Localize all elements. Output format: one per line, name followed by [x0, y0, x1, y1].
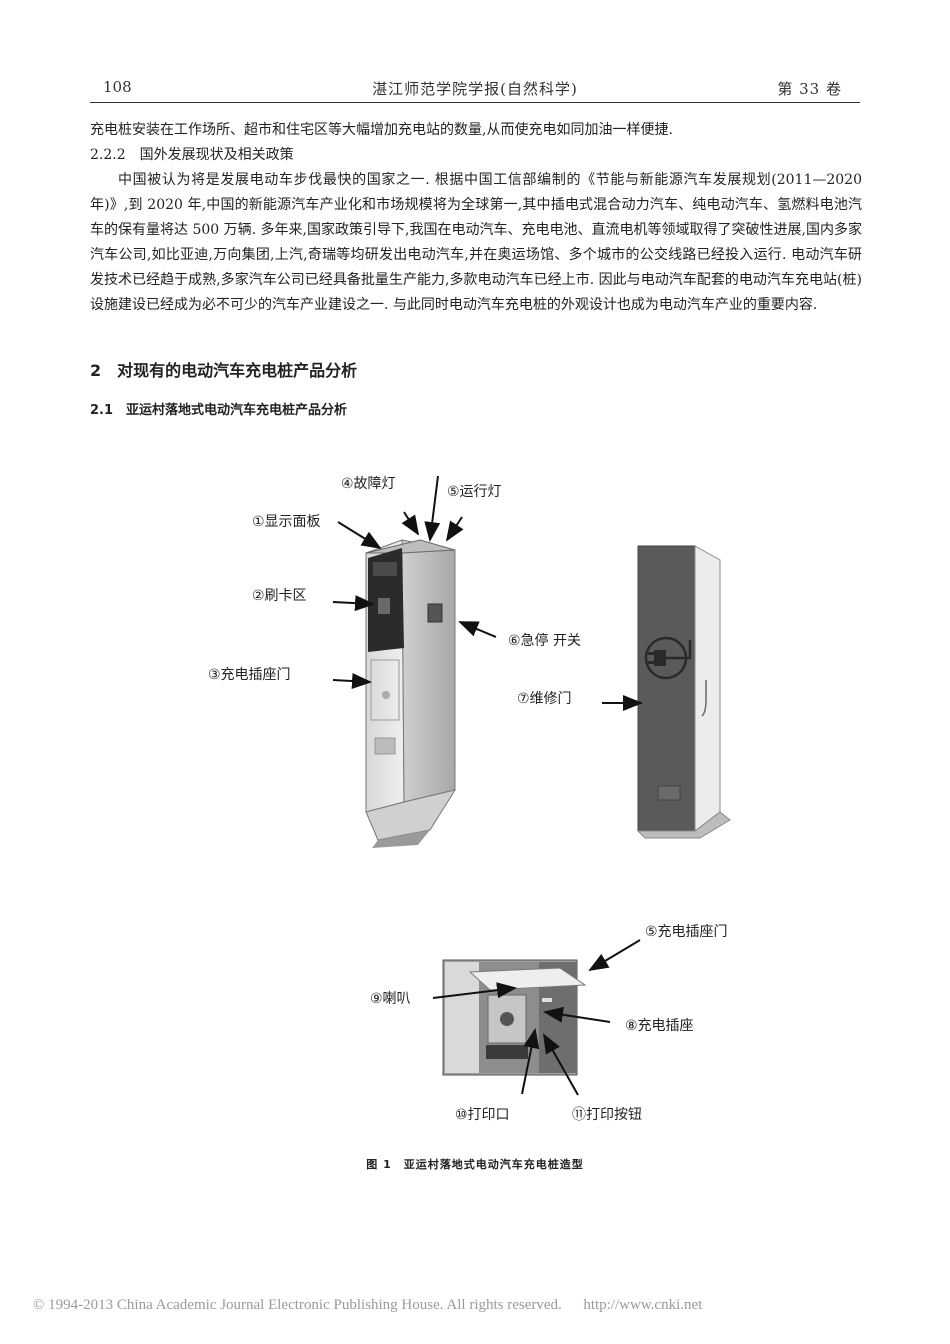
label-run-light: ⑤运行灯 — [447, 484, 502, 500]
figure-caption: 图 1 亚运村落地式电动汽车充电桩造型 — [366, 1158, 584, 1171]
label-socket-door: ③充电插座门 — [208, 667, 291, 683]
volume-label: 第 33 卷 — [777, 80, 842, 98]
arrow-speaker — [432, 982, 517, 999]
socket-detail-photo — [442, 959, 587, 1076]
section-heading: 2 对现有的电动汽车充电桩产品分析 — [90, 361, 358, 380]
footer: © 1994-2013 China Academic Journal Elect… — [33, 1297, 702, 1314]
charging-pillar-front-view — [365, 539, 457, 848]
label-socket-door-2: ⑤充电插座门 — [645, 924, 728, 940]
arrow-print-button — [543, 1033, 579, 1096]
body-text: 充电桩安装在工作场所、超市和住宅区等大幅增加充电站的数量,从而使充电如同加油一样… — [90, 118, 862, 318]
label-speaker: ⑨喇叭 — [370, 991, 411, 1007]
copyright-text: © 1994-2013 China Academic Journal Elect… — [33, 1297, 562, 1313]
label-charging-socket: ⑧充电插座 — [625, 1018, 694, 1034]
label-print-button: ⑪打印按钮 — [572, 1107, 642, 1123]
arrow-emergency-stop — [458, 621, 497, 638]
arrow-run-light-side — [445, 516, 464, 542]
label-emergency-stop: ⑥急停 开关 — [508, 633, 582, 649]
subheading-2-2-2: 2.2.2 国外发展现状及相关政策 — [90, 147, 294, 163]
label-print-port: ⑩打印口 — [455, 1107, 510, 1123]
charging-pillar-side-view — [636, 545, 731, 839]
arrow-display-panel — [337, 521, 382, 550]
figure-arrows — [332, 475, 643, 1096]
arrow-run-light-main — [424, 475, 441, 542]
label-card-area: ②刷卡区 — [252, 588, 307, 604]
subsection-heading: 2.1 亚运村落地式电动汽车充电桩产品分析 — [90, 403, 348, 418]
label-display-panel: ①显示面板 — [252, 514, 321, 530]
page-number: 108 — [103, 78, 132, 96]
label-fault-light: ④故障灯 — [341, 476, 396, 492]
arrow-socket-door — [332, 673, 372, 690]
arrow-charging-socket — [543, 1006, 611, 1023]
header-rule — [90, 102, 860, 103]
arrow-fault-light — [401, 511, 420, 536]
paragraph-1: 充电桩安装在工作场所、超市和住宅区等大幅增加充电站的数量,从而使充电如同加油一样… — [90, 122, 673, 138]
arrow-socket-door-2 — [588, 939, 641, 972]
label-service-door: ⑦维修门 — [517, 691, 572, 707]
cnki-url[interactable]: http://www.cnki.net — [583, 1297, 703, 1313]
paragraph-2: 中国被认为将是发展电动车步伐最快的国家之一. 根据中国工信部编制的《节能与新能源… — [90, 172, 862, 313]
arrow-card-area — [332, 595, 375, 612]
journal-title: 湛江师范学院学报(自然科学) — [372, 80, 578, 98]
arrow-print-port — [521, 1028, 540, 1095]
